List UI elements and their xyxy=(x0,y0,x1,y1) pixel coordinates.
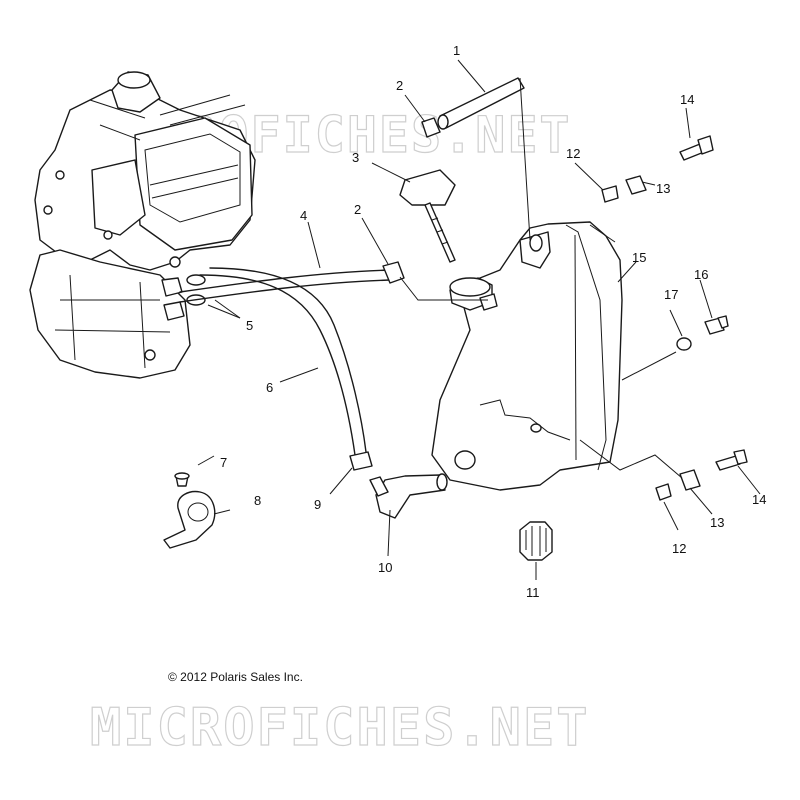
callout-3: 3 xyxy=(352,150,359,165)
callout-11: 11 xyxy=(526,585,540,600)
washer-17 xyxy=(676,337,692,351)
p-clamp-8 xyxy=(163,490,216,549)
callout-8: 8 xyxy=(254,493,261,508)
grommet-13-lower xyxy=(679,469,701,491)
hose-6 xyxy=(199,274,356,456)
callout-13-upper: 13 xyxy=(656,181,670,196)
drain-plug-11 xyxy=(519,521,553,561)
callout-12-lower: 12 xyxy=(672,541,686,556)
grommet-13-upper xyxy=(625,175,647,195)
leader-lines xyxy=(197,59,761,580)
clamp-2-upper xyxy=(421,117,441,138)
callout-10: 10 xyxy=(378,560,392,575)
callout-4: 4 xyxy=(300,208,307,223)
callout-14-upper: 14 xyxy=(680,92,694,107)
callout-13-lower: 13 xyxy=(710,515,724,530)
callout-15: 15 xyxy=(632,250,646,265)
oil-tank-15 xyxy=(431,221,623,491)
bolt-16 xyxy=(704,315,729,335)
tube-1 xyxy=(437,77,525,130)
clamp-2-lower xyxy=(382,261,405,284)
callout-5: 5 xyxy=(246,318,253,333)
elbow-fitting-10 xyxy=(369,473,448,519)
callout-12-upper: 12 xyxy=(566,146,580,161)
screw-7 xyxy=(174,472,190,487)
spacer-12-upper xyxy=(601,185,619,203)
copyright-text: © 2012 Polaris Sales Inc. xyxy=(168,670,303,684)
callout-17: 17 xyxy=(664,287,678,302)
dipstick-3 xyxy=(399,169,456,263)
clamp-9 xyxy=(349,451,373,471)
callout-6: 6 xyxy=(266,380,273,395)
callout-1: 1 xyxy=(453,43,460,58)
callouts: 1 2 3 4 2 5 6 7 8 9 10 11 12 13 14 15 16… xyxy=(220,43,766,600)
callout-2-upper: 2 xyxy=(396,78,403,93)
bolt-14-upper xyxy=(679,135,714,161)
callout-7: 7 xyxy=(220,455,227,470)
callout-16: 16 xyxy=(694,267,708,282)
watermark-bottom: MICROFICHES.NET xyxy=(90,698,590,758)
callout-14-lower: 14 xyxy=(752,492,766,507)
hose-4 xyxy=(179,269,393,293)
bolt-14-lower xyxy=(715,449,748,471)
spacer-12-lower xyxy=(655,483,672,501)
engine-assembly xyxy=(29,71,256,379)
callout-9: 9 xyxy=(314,497,321,512)
callout-2-lower: 2 xyxy=(354,202,361,217)
